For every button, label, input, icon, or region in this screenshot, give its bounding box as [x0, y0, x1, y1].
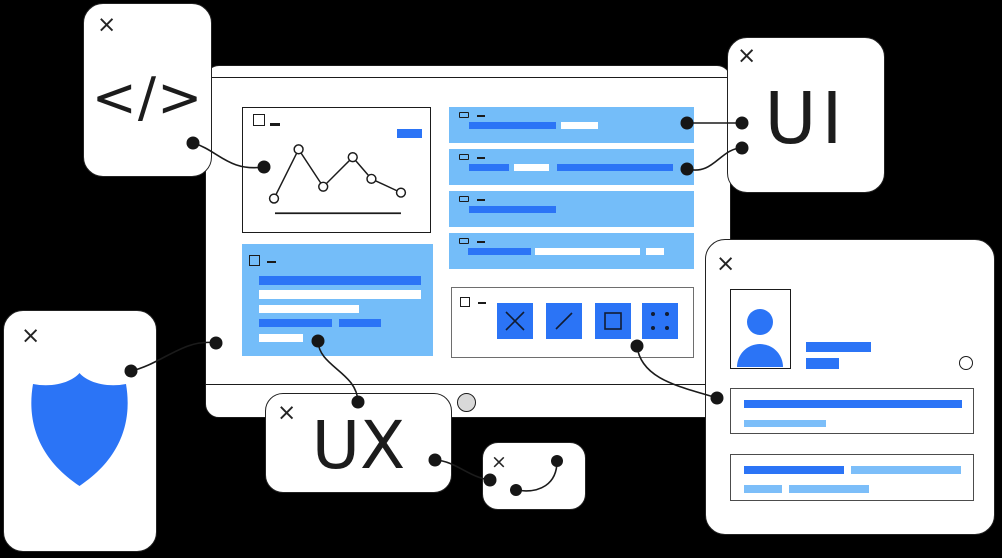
- x-icon: [505, 311, 525, 331]
- skeleton-bar: [561, 122, 598, 129]
- monitor: [205, 65, 731, 418]
- close-icon[interactable]: ×: [737, 43, 757, 69]
- window-icon: [459, 112, 469, 118]
- skeleton-bar: [339, 319, 381, 327]
- minimize-icon: [478, 302, 486, 304]
- skeleton-bar: [259, 334, 303, 342]
- ui-card: × UI: [727, 37, 885, 193]
- ui-label: UI: [764, 76, 848, 160]
- close-icon[interactable]: ×: [97, 12, 117, 38]
- window-icon: [249, 255, 260, 266]
- close-icon[interactable]: ×: [277, 400, 297, 426]
- chart-window: [242, 107, 431, 233]
- skeleton-bar: [789, 485, 869, 493]
- window-icon: [459, 154, 469, 160]
- person-icon: [737, 309, 783, 367]
- code-label: </>: [91, 65, 204, 129]
- skeleton-bar: [744, 420, 826, 427]
- skeleton-bar: [469, 164, 509, 171]
- list-row: [449, 191, 694, 227]
- skeleton-bar: [851, 466, 961, 474]
- dots-tool-button[interactable]: [642, 303, 678, 339]
- skeleton-bar: [646, 248, 664, 255]
- close-icon[interactable]: ×: [491, 451, 507, 473]
- skeleton-bar: [806, 358, 839, 369]
- square-icon: [604, 312, 622, 330]
- close-icon[interactable]: ×: [21, 323, 41, 349]
- skeleton-bar: [744, 466, 844, 474]
- chart-action-button[interactable]: [397, 129, 422, 138]
- radio-button[interactable]: [959, 356, 973, 370]
- skeleton-bar: [259, 319, 332, 327]
- info-row: [730, 388, 974, 434]
- minimize-icon: [477, 115, 485, 117]
- skeleton-bar: [806, 342, 871, 352]
- window-icon: [459, 196, 469, 202]
- ux-card: × UX: [265, 393, 452, 493]
- monitor-top-bezel-divider: [206, 77, 730, 78]
- window-icon: [253, 114, 265, 126]
- ux-label: UX: [311, 406, 406, 484]
- skeleton-bar: [469, 122, 556, 129]
- skeleton-bar: [744, 400, 962, 408]
- shield-icon: [31, 373, 128, 486]
- list-row: [449, 149, 694, 185]
- window-icon: [459, 238, 469, 244]
- dots-icon: [651, 312, 669, 330]
- skeleton-bar: [259, 290, 421, 299]
- monitor-power-button[interactable]: [457, 393, 476, 412]
- code-card: × </>: [83, 3, 212, 177]
- text-block-window: [242, 244, 433, 356]
- skeleton-bar: [259, 305, 359, 313]
- line-chart: [268, 144, 407, 215]
- x-tool-button[interactable]: [497, 303, 533, 339]
- list-row: [449, 107, 694, 143]
- minimize-icon: [477, 157, 485, 159]
- list-row: [449, 233, 694, 269]
- square-tool-button[interactable]: [595, 303, 631, 339]
- close-icon[interactable]: ×: [716, 251, 736, 277]
- toolbar-window: [451, 287, 694, 358]
- skeleton-bar: [535, 248, 640, 255]
- profile-card: ×: [705, 239, 995, 535]
- skeleton-bar: [557, 164, 673, 171]
- skeleton-bar: [744, 485, 782, 493]
- skeleton-bar: [514, 164, 549, 171]
- minimize-icon: [477, 241, 485, 243]
- mini-card: ×: [482, 442, 586, 510]
- minimize-icon: [477, 199, 485, 201]
- monitor-bottom-bezel-divider: [206, 384, 730, 385]
- slash-icon: [555, 312, 573, 330]
- skeleton-bar: [469, 206, 556, 213]
- skeleton-bar: [468, 248, 531, 255]
- avatar: [730, 289, 791, 369]
- minimize-icon: [267, 261, 276, 263]
- skeleton-bar: [259, 276, 421, 285]
- info-row: [730, 454, 974, 501]
- window-icon: [460, 297, 470, 307]
- slash-tool-button[interactable]: [546, 303, 582, 339]
- minimize-icon: [270, 123, 280, 126]
- shield-card: ×: [3, 310, 157, 552]
